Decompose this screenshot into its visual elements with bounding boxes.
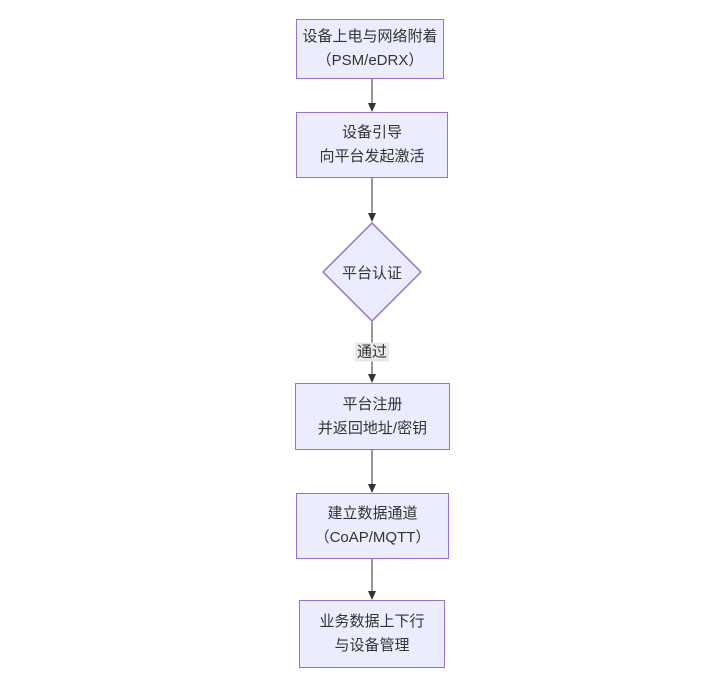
node-data-channel: 建立数据通道 （CoAP/MQTT）: [296, 493, 449, 559]
node-device-bootstrap-line2: 向平台发起激活: [319, 148, 425, 165]
node-data-channel-line1: 建立数据通道: [327, 505, 418, 522]
arrow-power-to-boot: [368, 79, 376, 112]
node-platform-register: 平台注册 并返回地址/密钥: [295, 383, 450, 450]
edge-label-pass: 通过: [354, 342, 390, 362]
node-business-data: 业务数据上下行 与设备管理: [299, 600, 445, 668]
node-platform-register-line2: 并返回地址/密钥: [317, 419, 428, 437]
node-device-bootstrap-line1: 设备引导: [341, 124, 402, 141]
node-power-attach-line1: 设备上电与网络附着: [302, 28, 438, 45]
node-platform-auth-label: 平台认证: [341, 264, 402, 282]
arrow-register-to-channel: [368, 450, 376, 493]
arrow-boot-to-auth: [368, 178, 376, 222]
node-platform-register-line1: 平台注册: [342, 395, 403, 413]
arrow-channel-to-business: [368, 559, 376, 600]
node-business-data-line2: 与设备管理: [334, 637, 410, 654]
node-business-data-line1: 业务数据上下行: [319, 613, 425, 630]
diamond-shape: [322, 222, 422, 322]
node-data-channel-line2: （CoAP/MQTT）: [314, 529, 431, 546]
node-device-bootstrap: 设备引导 向平台发起激活: [296, 112, 448, 178]
node-platform-auth: 平台认证: [322, 222, 422, 322]
node-power-attach: 设备上电与网络附着 （PSM/eDRX）: [296, 19, 444, 79]
node-power-attach-line2: （PSM/eDRX）: [316, 52, 424, 69]
